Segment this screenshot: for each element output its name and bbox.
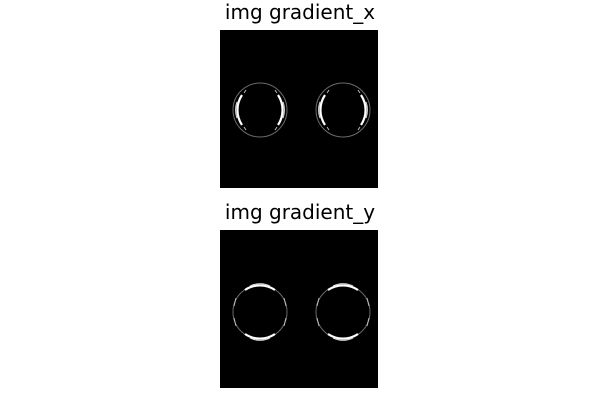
gradient-x-svg <box>220 30 378 188</box>
right-circle-gradient-x <box>315 82 371 138</box>
left-circle-gradient-y <box>232 283 288 341</box>
right-circle-gradient-y <box>315 283 371 341</box>
panel-title-gradient-y: img gradient_y <box>224 200 376 224</box>
left-circle-gradient-x <box>232 82 288 138</box>
panel-title-gradient-x: img gradient_x <box>224 0 376 24</box>
gradient-x-image <box>220 30 378 188</box>
gradient-y-svg <box>220 230 378 388</box>
gradient-y-image <box>220 230 378 388</box>
